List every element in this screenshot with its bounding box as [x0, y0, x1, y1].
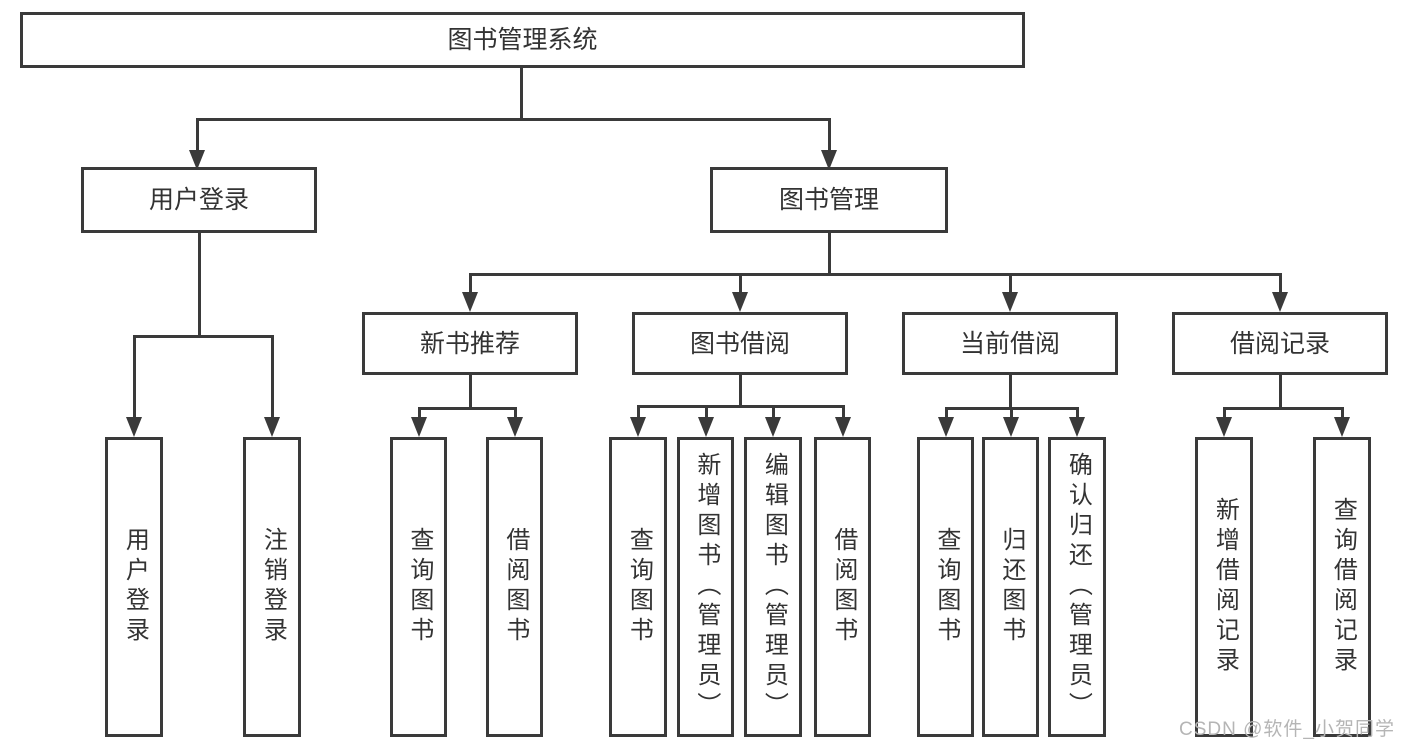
node-borrow-record-label: 借阅记录: [1229, 329, 1330, 358]
node-query-book-2: 查询图书: [609, 437, 667, 737]
line-segment: [1279, 273, 1282, 292]
arrow-down-icon: [732, 292, 748, 312]
line-segment: [133, 335, 136, 417]
arrow-down-icon: [1334, 417, 1350, 437]
node-query-book-3: 查询图书: [917, 437, 974, 737]
node-query-book-2-label: 查询图书: [625, 527, 653, 647]
node-query-borrow-record: 查询借阅记录: [1313, 437, 1371, 737]
line-segment: [1009, 375, 1012, 407]
node-borrow-record: 借阅记录: [1172, 312, 1388, 375]
line-segment: [1010, 407, 1013, 417]
node-user-login-leaf-label: 用户登录: [121, 527, 149, 647]
arrow-down-icon: [765, 417, 781, 437]
arrow-down-icon: [411, 417, 427, 437]
line-segment: [772, 405, 775, 417]
node-book-management-label: 图书管理: [778, 186, 879, 214]
arrow-down-icon: [938, 417, 954, 437]
node-add-borrow-record-label: 新增借阅记录: [1211, 497, 1239, 677]
node-new-book-recommend: 新书推荐: [362, 312, 578, 375]
arrow-down-icon: [1272, 292, 1288, 312]
line-segment: [469, 273, 472, 292]
node-current-borrow-label: 当前借阅: [959, 329, 1060, 358]
line-segment: [271, 335, 274, 417]
arrow-down-icon: [1002, 292, 1018, 312]
line-segment: [520, 68, 523, 118]
arrow-down-icon: [126, 417, 142, 437]
arrow-down-icon: [189, 150, 205, 170]
arrow-down-icon: [835, 417, 851, 437]
line-segment: [1223, 407, 1226, 417]
line-segment: [470, 273, 1280, 276]
line-segment: [945, 407, 948, 417]
line-segment: [637, 405, 640, 417]
node-query-book-1: 查询图书: [390, 437, 447, 737]
node-query-borrow-record-label: 查询借阅记录: [1329, 497, 1357, 677]
line-segment: [828, 233, 831, 273]
node-return-book: 归还图书: [982, 437, 1039, 737]
node-edit-book: 编辑图书（管理员）: [744, 437, 802, 737]
line-segment: [1009, 273, 1012, 292]
node-add-book-label: 新增图书（管理员）: [692, 452, 720, 722]
node-logout-label: 注销登录: [259, 527, 287, 647]
node-root-label: 图书管理系统: [447, 26, 598, 54]
node-borrow-book-1: 借阅图书: [486, 437, 543, 737]
line-segment: [196, 118, 199, 150]
node-user-login: 用户登录: [81, 167, 317, 233]
node-user-login-leaf: 用户登录: [105, 437, 163, 737]
node-borrow-book-2-label: 借阅图书: [829, 527, 857, 647]
node-book-management: 图书管理: [710, 167, 948, 233]
line-segment: [828, 118, 831, 150]
line-segment: [1279, 375, 1282, 407]
line-segment: [419, 407, 516, 410]
line-segment: [197, 118, 830, 121]
node-edit-book-label: 编辑图书（管理员）: [760, 452, 788, 722]
line-segment: [134, 335, 273, 338]
arrow-down-icon: [1069, 417, 1085, 437]
line-segment: [198, 233, 201, 335]
line-segment: [739, 375, 742, 405]
line-segment: [1341, 407, 1344, 417]
node-borrow-book-1-label: 借阅图书: [501, 527, 529, 647]
node-root: 图书管理系统: [20, 12, 1025, 68]
arrow-down-icon: [1216, 417, 1232, 437]
arrow-down-icon: [264, 417, 280, 437]
node-book-borrow: 图书借阅: [632, 312, 848, 375]
node-confirm-return-label: 确认归还（管理员）: [1064, 452, 1092, 722]
node-logout: 注销登录: [243, 437, 301, 737]
node-query-book-3-label: 查询图书: [932, 527, 960, 647]
node-add-borrow-record: 新增借阅记录: [1195, 437, 1253, 737]
line-segment: [842, 405, 845, 417]
arrow-down-icon: [821, 150, 837, 170]
node-user-login-label: 用户登录: [148, 186, 249, 214]
line-segment: [739, 273, 742, 292]
node-new-book-recommend-label: 新书推荐: [419, 329, 520, 358]
line-segment: [705, 405, 708, 417]
node-confirm-return: 确认归还（管理员）: [1048, 437, 1106, 737]
node-current-borrow: 当前借阅: [902, 312, 1118, 375]
arrow-down-icon: [462, 292, 478, 312]
watermark: CSDN @软件_小贺同学: [1179, 719, 1395, 740]
node-query-book-1-label: 查询图书: [405, 527, 433, 647]
line-segment: [514, 407, 517, 417]
arrow-down-icon: [698, 417, 714, 437]
node-return-book-label: 归还图书: [997, 527, 1025, 647]
arrow-down-icon: [1003, 417, 1019, 437]
arrow-down-icon: [507, 417, 523, 437]
line-segment: [418, 407, 421, 417]
node-book-borrow-label: 图书借阅: [689, 329, 790, 358]
line-segment: [638, 405, 844, 408]
line-segment: [469, 375, 472, 407]
node-add-book: 新增图书（管理员）: [677, 437, 734, 737]
node-borrow-book-2: 借阅图书: [814, 437, 871, 737]
line-segment: [1224, 407, 1343, 410]
arrow-down-icon: [630, 417, 646, 437]
line-segment: [1076, 407, 1079, 417]
